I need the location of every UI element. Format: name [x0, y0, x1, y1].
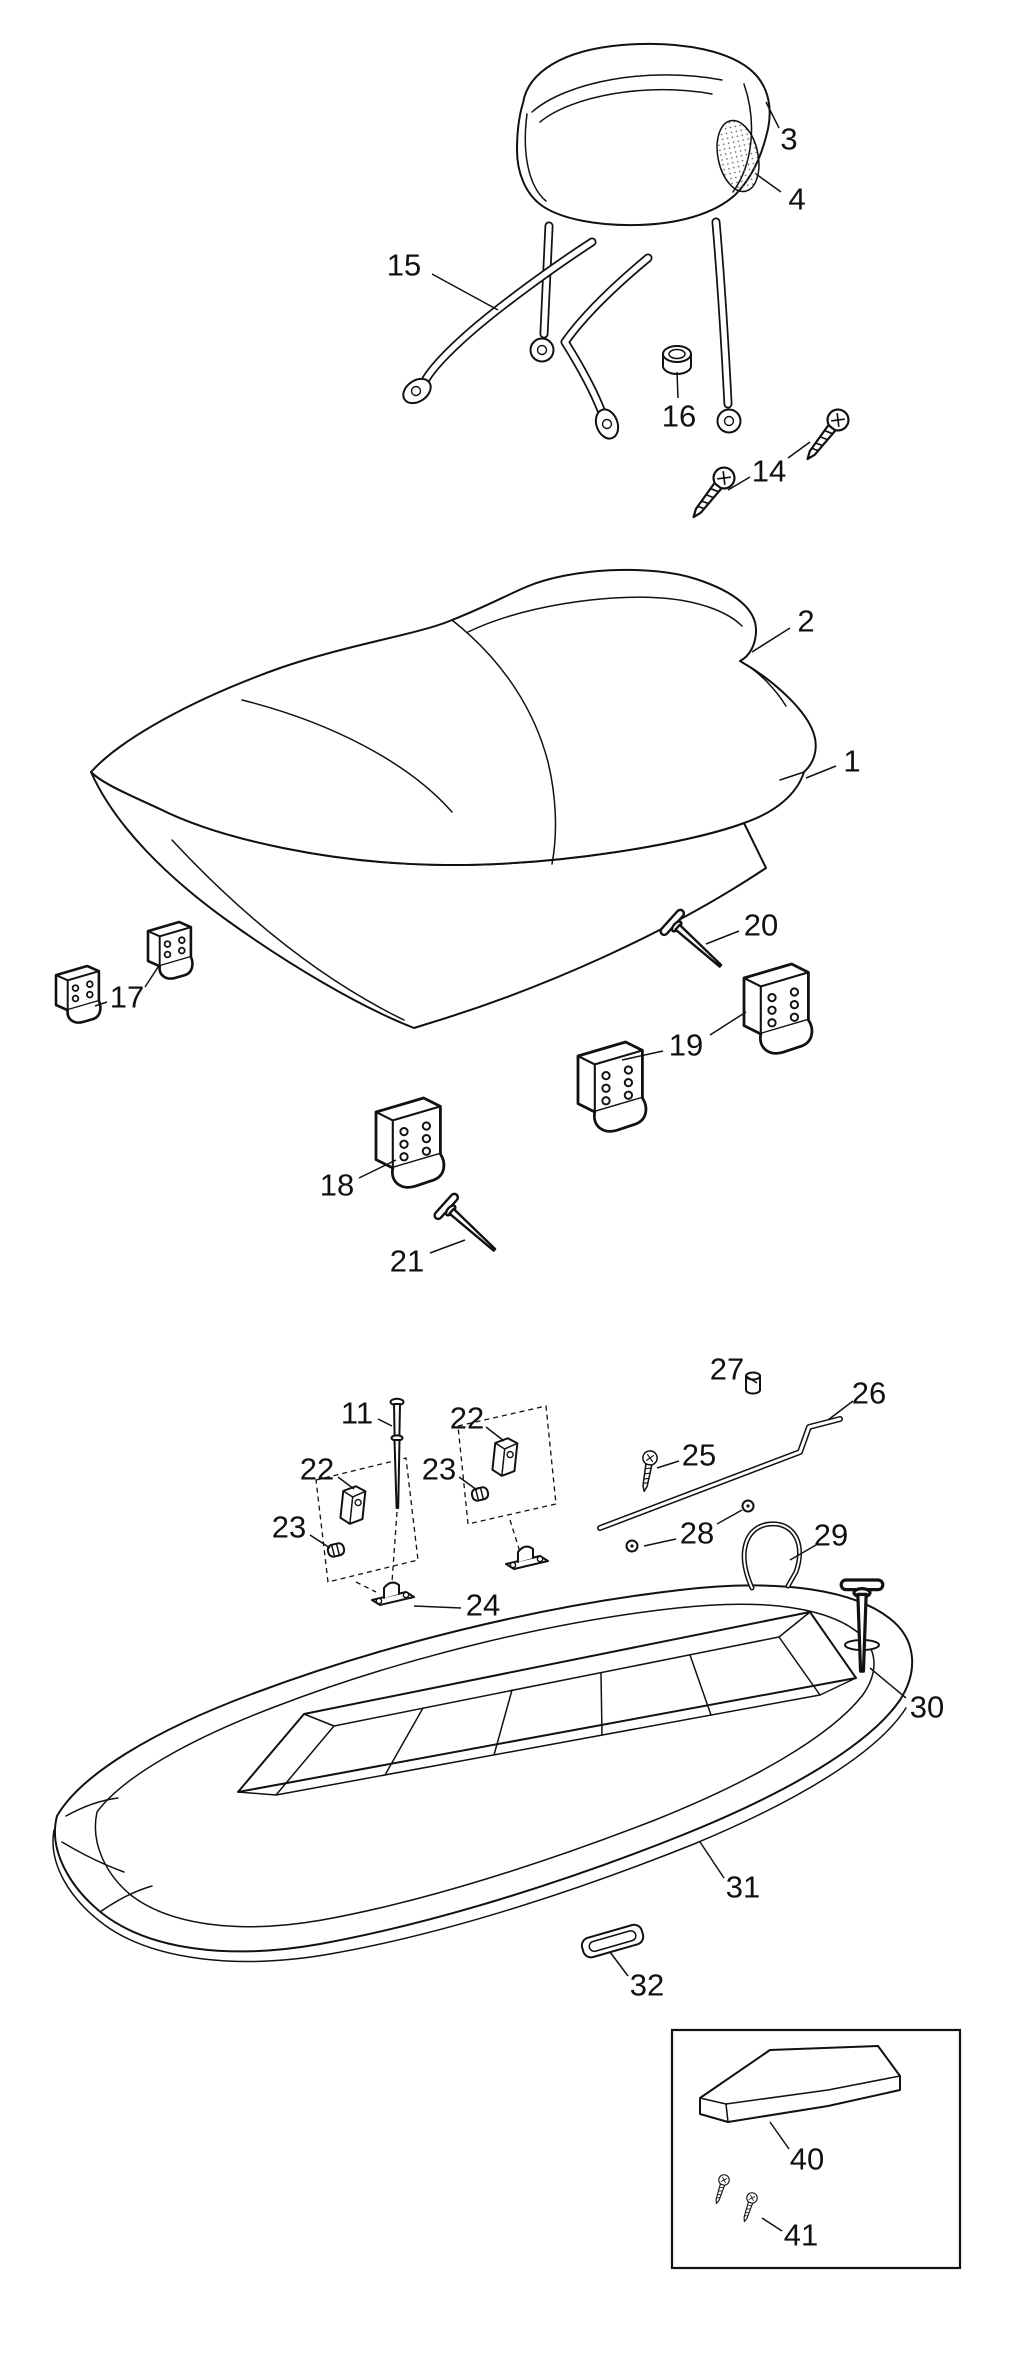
callout-leader-25-rod-screw — [656, 1460, 680, 1469]
backrest-pad-outline — [516, 42, 771, 227]
callout-leader-28-washers — [643, 1538, 677, 1547]
screw-14-upper — [798, 404, 854, 467]
callout-label-24-clamp-bracket: 24 — [466, 1588, 500, 1623]
callout-leader-30-pan-pin — [869, 1667, 907, 1699]
callout-label-22-latch-right: 22 — [450, 1401, 484, 1436]
callout-leader-3-backrest-pad — [765, 101, 780, 129]
callout-label-29-wire-clip: 29 — [814, 1518, 848, 1553]
inset-cover-40 — [699, 2045, 901, 2123]
callout-label-22-latch-left: 22 — [300, 1452, 334, 1487]
latch-22-right — [490, 1435, 519, 1479]
callout-leader-17-seat-brackets-front — [94, 1001, 108, 1007]
part-11-pin — [389, 1397, 405, 1509]
pan-pin-30 — [839, 1578, 885, 1673]
callout-label-15-backrest-bracket-tube: 15 — [387, 248, 421, 283]
callout-label-21-seat-pin-front: 21 — [390, 1244, 424, 1279]
callout-leader-23-bushing-right — [458, 1476, 478, 1491]
callout-label-23-bushing-right: 23 — [422, 1452, 456, 1487]
pin-21 — [431, 1191, 507, 1263]
bracket-17-b — [146, 920, 194, 980]
callout-leader-24-clamp-bracket — [413, 1605, 462, 1609]
callout-leader-14-mounting-screws — [727, 476, 751, 491]
seat-pan — [52, 1584, 914, 1963]
release-rod-26 — [597, 1416, 843, 1531]
seat-pan-ribs — [384, 1654, 712, 1776]
callout-leader-26-release-rod — [827, 1400, 854, 1421]
callout-leader-16-cap-nut — [676, 371, 679, 399]
bushing-23-left — [325, 1541, 347, 1559]
pan-slider-32 — [580, 1923, 645, 1959]
callout-label-19-seat-brackets-rear: 19 — [669, 1028, 703, 1063]
wire-clip-29 — [741, 1521, 803, 1591]
callout-label-3-backrest-pad: 3 — [780, 122, 797, 157]
clamp-bracket-24-b — [505, 1545, 549, 1570]
callout-label-40-inset-cover: 40 — [790, 2142, 824, 2177]
backrest-trim-patch — [716, 119, 760, 193]
callout-leader-20-seat-pin-rear — [705, 930, 740, 945]
callout-leader-29-wire-clip — [789, 1544, 817, 1561]
callout-leader-28-washers — [716, 1509, 743, 1525]
callout-label-32-pan-slider: 32 — [630, 1968, 664, 2003]
latch-hardware-cluster — [315, 1371, 885, 1673]
callout-leader-40-inset-cover — [769, 2121, 790, 2150]
bracket-17-a — [54, 964, 102, 1024]
latch-22-left — [338, 1483, 367, 1527]
callout-leader-17-seat-brackets-front — [144, 963, 161, 988]
callout-leader-23-bushing-left — [309, 1534, 331, 1549]
callout-leader-31-seat-pan — [699, 1841, 725, 1879]
callout-label-26-release-rod: 26 — [852, 1376, 886, 1411]
callout-leader-32-pan-slider — [609, 1951, 629, 1977]
bracket-19-a — [576, 1040, 648, 1133]
callout-leader-4-backrest-trim-patch — [755, 173, 782, 193]
callout-leader-22-latch-left — [337, 1476, 355, 1490]
callout-label-30-pan-pin: 30 — [910, 1690, 944, 1725]
callout-leader-18-seat-bracket-center — [358, 1159, 397, 1179]
backrest-assembly — [402, 42, 854, 525]
pin-20 — [657, 907, 733, 979]
washers-28 — [625, 1499, 755, 1553]
callout-label-17-seat-brackets-front: 17 — [110, 980, 144, 1015]
inset-box — [670, 2028, 962, 2270]
bracket-19-b — [742, 962, 814, 1055]
callout-leader-11-hinge-pin — [377, 1418, 393, 1427]
callout-leader-19-seat-brackets-rear — [709, 1011, 747, 1036]
seat-body-outline — [90, 568, 817, 867]
callout-label-11-hinge-pin: 11 — [341, 1396, 373, 1431]
callout-label-28-washers: 28 — [680, 1516, 714, 1551]
callout-label-2-dual-seat: 2 — [797, 604, 814, 639]
spacer-27 — [745, 1371, 761, 1395]
callout-label-16-cap-nut: 16 — [662, 399, 696, 434]
callout-leader-1-seat-base — [805, 765, 837, 779]
callout-leader-21-seat-pin-front — [429, 1239, 466, 1254]
part-cap-nut-16 — [662, 345, 692, 375]
backrest-rods — [529, 217, 742, 434]
callout-label-23-bushing-left: 23 — [272, 1510, 306, 1545]
bracket-18 — [374, 1096, 446, 1189]
callout-label-4-backrest-trim-patch: 4 — [788, 182, 805, 217]
callout-label-18-seat-bracket-center: 18 — [320, 1168, 354, 1203]
callout-label-14-mounting-screws: 14 — [752, 454, 786, 489]
callout-label-20-seat-pin-rear: 20 — [744, 908, 778, 943]
callout-label-27-spacer-sleeve: 27 — [710, 1352, 744, 1387]
bushing-23-right — [469, 1485, 491, 1503]
callout-leader-15-backrest-bracket-tube — [431, 273, 499, 311]
callout-leader-14-mounting-screws — [787, 441, 811, 459]
callout-leader-19-seat-brackets-rear — [621, 1050, 664, 1061]
callout-label-41-inset-screws: 41 — [784, 2218, 818, 2253]
seat-assembly — [90, 568, 817, 1029]
callout-label-31-seat-pan: 31 — [726, 1870, 760, 1905]
callout-label-25-rod-screw: 25 — [682, 1438, 716, 1473]
callout-label-1-seat-base: 1 — [843, 744, 860, 779]
callout-leader-41-inset-screws — [761, 2217, 783, 2232]
screw-25 — [636, 1448, 660, 1494]
clamp-bracket-24-a — [371, 1581, 415, 1606]
callout-leader-27-spacer-sleeve — [745, 1375, 758, 1384]
callout-leader-2-dual-seat — [751, 627, 791, 653]
backrest-bracket-tube — [402, 237, 653, 440]
screw-14-lower — [684, 462, 740, 525]
callout-leader-22-latch-right — [485, 1426, 505, 1442]
